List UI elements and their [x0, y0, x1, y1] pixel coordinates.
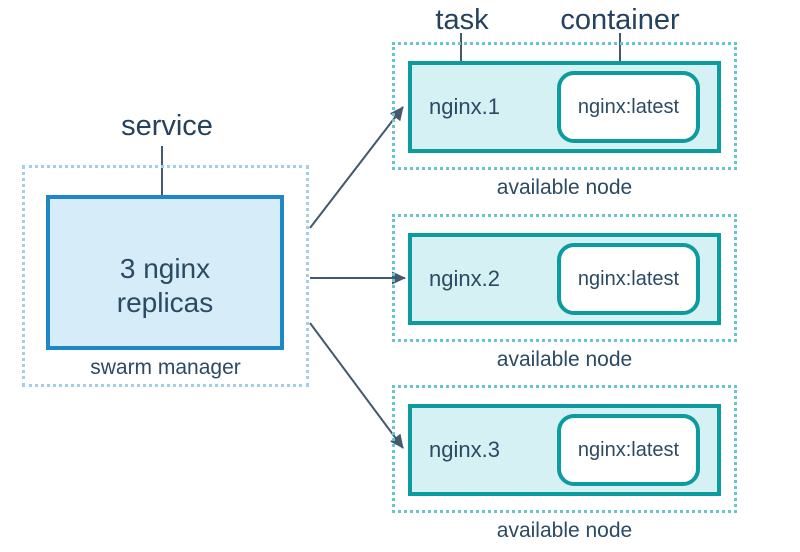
- container-name: nginx:latest: [577, 95, 680, 118]
- container-box: nginx:latest: [557, 243, 700, 315]
- container-name: nginx:latest: [577, 267, 680, 290]
- node-caption: available node: [496, 519, 633, 542]
- task-name: nginx.1: [429, 94, 500, 119]
- task-label: task: [435, 4, 489, 36]
- swarm-manager-caption: swarm manager: [90, 356, 241, 379]
- node-group-1: nginx.1 nginx:latest available node: [392, 42, 737, 199]
- node-group-2: nginx.2 nginx:latest available node: [392, 214, 737, 371]
- task-box-2: nginx.2 nginx:latest: [408, 233, 721, 325]
- service-label: service: [121, 110, 213, 142]
- node-group-3: nginx.3 nginx:latest available node: [392, 385, 737, 542]
- task-box-3: nginx.3 nginx:latest: [408, 404, 721, 496]
- swarm-manager-group: 3 nginx replicas swarm manager: [22, 165, 309, 387]
- task-name: nginx.3: [429, 437, 500, 462]
- container-box: nginx:latest: [557, 414, 700, 486]
- service-box: 3 nginx replicas: [46, 195, 284, 350]
- node-caption: available node: [496, 348, 633, 371]
- container-label: container: [560, 4, 680, 36]
- arrow-to-node-3: [309, 322, 404, 449]
- service-box-text: 3 nginx replicas: [116, 252, 214, 318]
- container-name: nginx:latest: [577, 438, 680, 461]
- task-box-1: nginx.1 nginx:latest: [408, 61, 721, 153]
- node-caption: available node: [496, 176, 633, 199]
- task-name: nginx.2: [429, 266, 500, 291]
- arrow-to-node-1: [309, 106, 404, 229]
- container-box: nginx:latest: [557, 71, 700, 143]
